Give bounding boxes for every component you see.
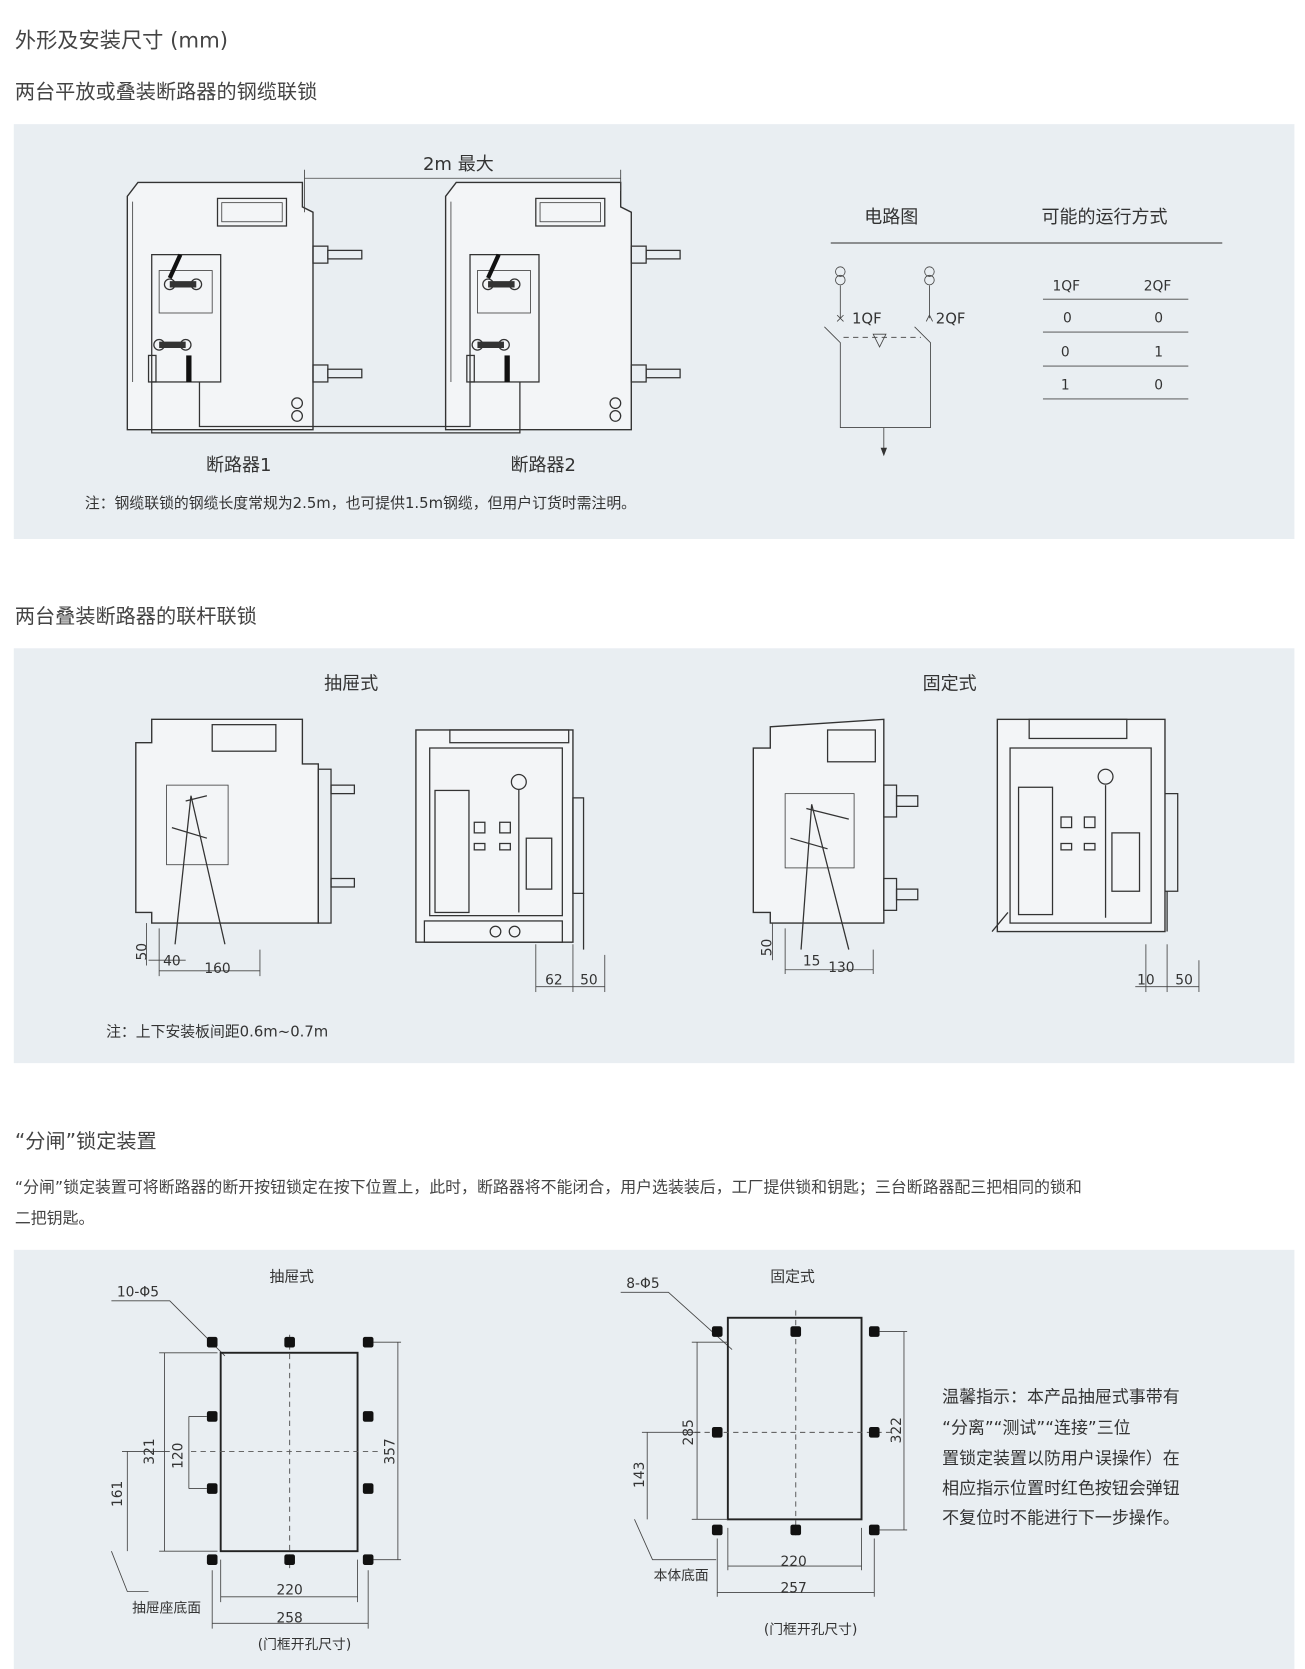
table-header: 1QF (1053, 279, 1081, 295)
breaker2-label: 断路器2 (510, 455, 576, 476)
rod-interlock-diagram: 抽屉式 固定式 50 40 160 62 50 (106, 674, 1200, 1041)
steel-cable (151, 381, 521, 434)
cable-interlock-diagram: 2m 最大 断路器1 断路器2 注：钢缆联锁的钢缆长度常规为2.5m，也可提供1… (85, 154, 1223, 512)
table-header: 2QF (1144, 279, 1172, 295)
dim-label: 357 (383, 1438, 399, 1464)
fixed-side-view: 50 15 130 (752, 718, 919, 976)
description-line: 二把钥匙。 (14, 1208, 95, 1228)
caption: (门框开孔尺寸) (764, 1622, 857, 1638)
tip-line: 温馨指示：本产品抽屉式事带有 (942, 1388, 1180, 1408)
dim-label: 258 (276, 1610, 302, 1626)
holes-label: 8-Φ5 (626, 1276, 659, 1292)
qf1-label: 1QF (852, 310, 882, 328)
table-cell: 0 (1061, 344, 1070, 360)
drawout-title: 抽屉式 (324, 674, 378, 695)
breaker1-drawing (127, 182, 361, 429)
drawout-cutout-title: 抽屉式 (270, 1268, 315, 1286)
dim-label: 10 (1137, 973, 1155, 989)
tip-text: 温馨指示：本产品抽屉式事带有 “分离”“测试”“连接”三位 置锁定装置以防用户误… (942, 1388, 1180, 1529)
dim-label: 50 (759, 939, 775, 957)
base-label: 本体底面 (654, 1568, 709, 1584)
dim-label: 220 (276, 1583, 302, 1599)
fixed-front-view: 10 50 (991, 718, 1200, 993)
section3-heading: “分闸”锁定装置 (14, 1129, 157, 1154)
drawout-side-view: 50 40 160 (134, 718, 356, 977)
dim-label: 130 (828, 960, 854, 976)
dim-label: 15 (803, 954, 821, 970)
drawout-cutout: 抽屉式 10-Φ5 321 120 161 357 220 258 抽屉座底面 … (110, 1268, 402, 1653)
dim-label: 50 (134, 943, 150, 961)
page-title: 外形及安装尺寸 (mm) (14, 27, 229, 54)
dim-label: 220 (780, 1554, 806, 1570)
base-label: 抽屉座底面 (132, 1601, 201, 1617)
breaker1-label: 断路器1 (206, 455, 272, 476)
dim-label: 62 (545, 973, 563, 989)
dim-label: 143 (632, 1462, 648, 1488)
caption: (门框开孔尺寸) (258, 1637, 351, 1653)
rod-note: 注：上下安装板间距0.6m~0.7m (106, 1023, 328, 1041)
dim-label: 322 (889, 1417, 905, 1443)
dim-label: 257 (780, 1581, 806, 1597)
cable-interlock-panel: 2m 最大 断路器1 断路器2 注：钢缆联锁的钢缆长度常规为2.5m，也可提供1… (13, 124, 1295, 539)
section2-heading: 两台叠装断路器的联杆联锁 (14, 604, 257, 629)
dim-label: 161 (110, 1481, 126, 1507)
description-line: “分闸”锁定装置可将断路器的断开按钮锁定在按下位置上，此时，断路器将不能闭合，用… (14, 1177, 1082, 1197)
qf2-label: 2QF (936, 310, 966, 328)
dim-label: 120 (170, 1443, 186, 1469)
circuit-diagram: 1QF 2QF (824, 266, 966, 457)
tip-line: 置锁定装置以防用户误操作）在 (942, 1449, 1180, 1469)
dim-label: 50 (580, 973, 598, 989)
holes-label: 10-Φ5 (117, 1285, 159, 1301)
dim-label: 160 (204, 961, 230, 977)
fixed-cutout: 固定式 8-Φ5 285 143 322 220 257 本体底面 (门框开孔尺… (620, 1268, 908, 1638)
modes-title: 可能的运行方式 (1041, 207, 1167, 228)
table-cell: 0 (1154, 311, 1163, 327)
dim-label: 40 (163, 954, 181, 970)
table-cell: 0 (1154, 377, 1163, 393)
door-cutout-diagram: 抽屉式 10-Φ5 321 120 161 357 220 258 抽屉座底面 … (110, 1268, 1180, 1653)
dim-label: 321 (142, 1438, 158, 1464)
fixed-title: 固定式 (923, 674, 977, 695)
table-cell: 1 (1061, 377, 1070, 393)
tip-line: “分离”“测试”“连接”三位 (942, 1418, 1131, 1438)
door-cutout-panel: 抽屉式 10-Φ5 321 120 161 357 220 258 抽屉座底面 … (13, 1249, 1295, 1669)
fixed-cutout-title: 固定式 (770, 1268, 815, 1286)
dim-label: 285 (681, 1419, 697, 1445)
drawout-front-view: 62 50 (415, 729, 606, 993)
table-cell: 1 (1154, 344, 1163, 360)
max-distance-label: 2m 最大 (423, 154, 494, 175)
tip-line: 不复位时不能进行下一步操作。 (942, 1509, 1180, 1529)
table-cell: 0 (1063, 311, 1072, 327)
dim-label: 50 (1175, 973, 1193, 989)
circuit-title: 电路图 (864, 207, 918, 228)
cable-note: 注：钢缆联锁的钢缆长度常规为2.5m，也可提供1.5m钢缆，但用户订货时需注明。 (85, 494, 636, 512)
section1-heading: 两台平放或叠装断路器的钢缆联锁 (14, 80, 318, 104)
rod-interlock-panel: 抽屉式 固定式 50 40 160 62 50 (13, 648, 1295, 1064)
tip-line: 相应指示位置时红色按钮会弹钮 (942, 1479, 1180, 1499)
breaker2-drawing (446, 182, 680, 429)
operating-modes-table: 1QF 2QF 0 0 0 1 1 0 (1042, 279, 1189, 400)
